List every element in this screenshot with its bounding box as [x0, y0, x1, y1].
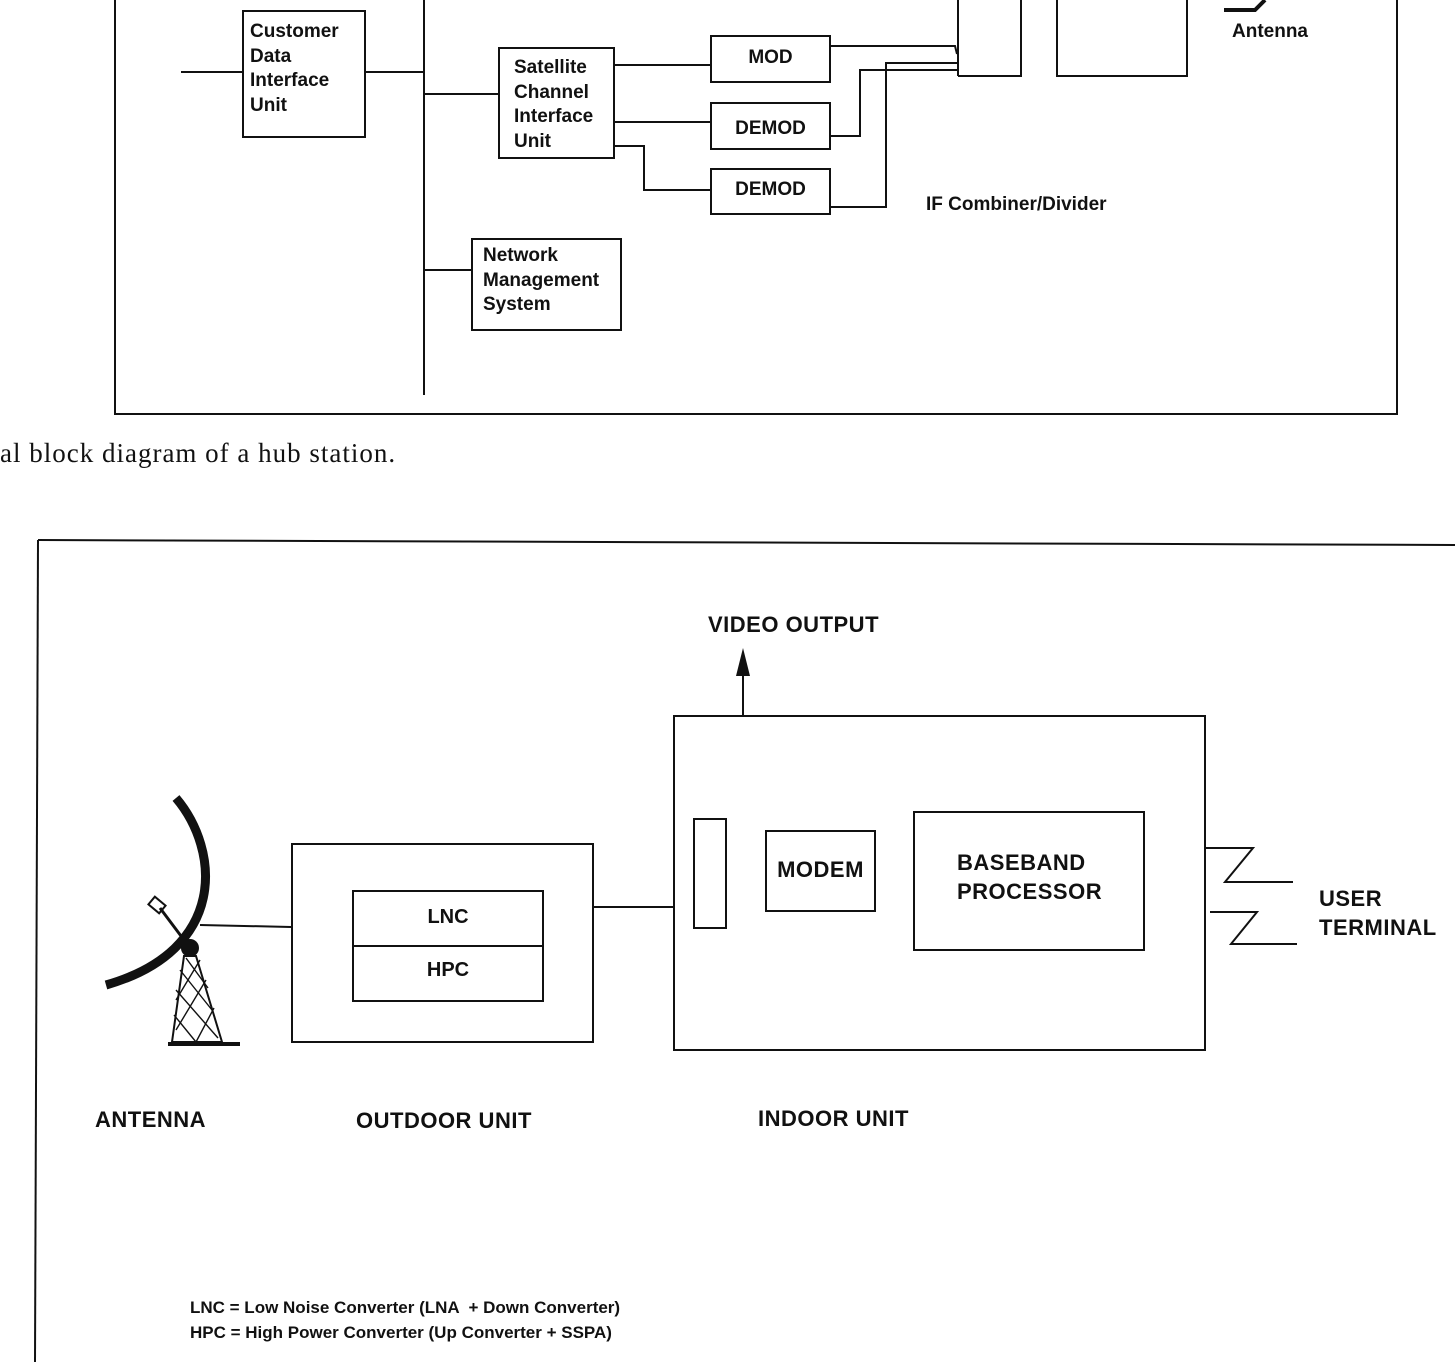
if-combiner-divider-label: IF Combiner/Divider — [926, 194, 1107, 215]
hub-connection-lines — [181, 0, 1267, 395]
network-management-system-label: Network Management System — [483, 245, 600, 316]
indoor-unit-label: INDOOR UNIT — [758, 1106, 909, 1131]
customer-data-interface-unit-box: Customer Data Interface Unit — [242, 10, 366, 138]
demod-box-1: DEMOD — [710, 102, 831, 150]
mod-label: MOD — [748, 47, 793, 68]
hub-frame — [114, 0, 1398, 415]
terminal-diagram: LNC HPC MODEM BASEBAND PROCESSOR VIDEO O… — [0, 530, 1455, 1362]
outdoor-unit-label: OUTDOOR UNIT — [356, 1108, 532, 1133]
hpc-box: HPC — [352, 945, 544, 1002]
modem-label: MODEM — [777, 857, 864, 882]
legend-hpc: HPC = High Power Converter (Up Converter… — [190, 1323, 612, 1342]
modem-box: MODEM — [765, 830, 876, 912]
video-output-label: VIDEO OUTPUT — [708, 612, 880, 637]
if-connector-box — [693, 818, 727, 929]
demod-label-2: DEMOD — [735, 179, 806, 200]
demod-box-2: DEMOD — [710, 168, 831, 215]
baseband-processor-box: BASEBAND PROCESSOR — [913, 811, 1145, 951]
demod-label-1: DEMOD — [735, 118, 806, 139]
hub-antenna-label: Antenna — [1232, 21, 1308, 42]
baseband-processor-label: BASEBAND PROCESSOR — [957, 850, 1103, 904]
antenna-label: ANTENNA — [95, 1107, 207, 1132]
hub-station-diagram: Customer Data Interface Unit Satellite C… — [0, 0, 1455, 420]
figure-caption: al block diagram of a hub station. — [0, 438, 397, 468]
mod-box: MOD — [710, 35, 831, 83]
network-management-system-box: Network Management System — [471, 238, 622, 331]
dish-antenna-icon — [104, 795, 240, 1046]
hpc-label: HPC — [426, 959, 470, 981]
lnc-box: LNC — [352, 890, 544, 947]
customer-data-interface-unit-label: Customer Data Interface Unit — [250, 21, 339, 117]
video-output-arrow — [736, 648, 750, 676]
satellite-channel-interface-unit-box: Satellite Channel Interface Unit — [498, 47, 615, 159]
user-terminal-label: USER TERMINAL — [1319, 886, 1437, 940]
satellite-channel-interface-unit-label: Satellite Channel Interface Unit — [514, 57, 594, 153]
legend-lnc: LNC = Low Noise Converter (LNA + Down Co… — [190, 1298, 621, 1317]
lnc-label: LNC — [427, 906, 469, 928]
